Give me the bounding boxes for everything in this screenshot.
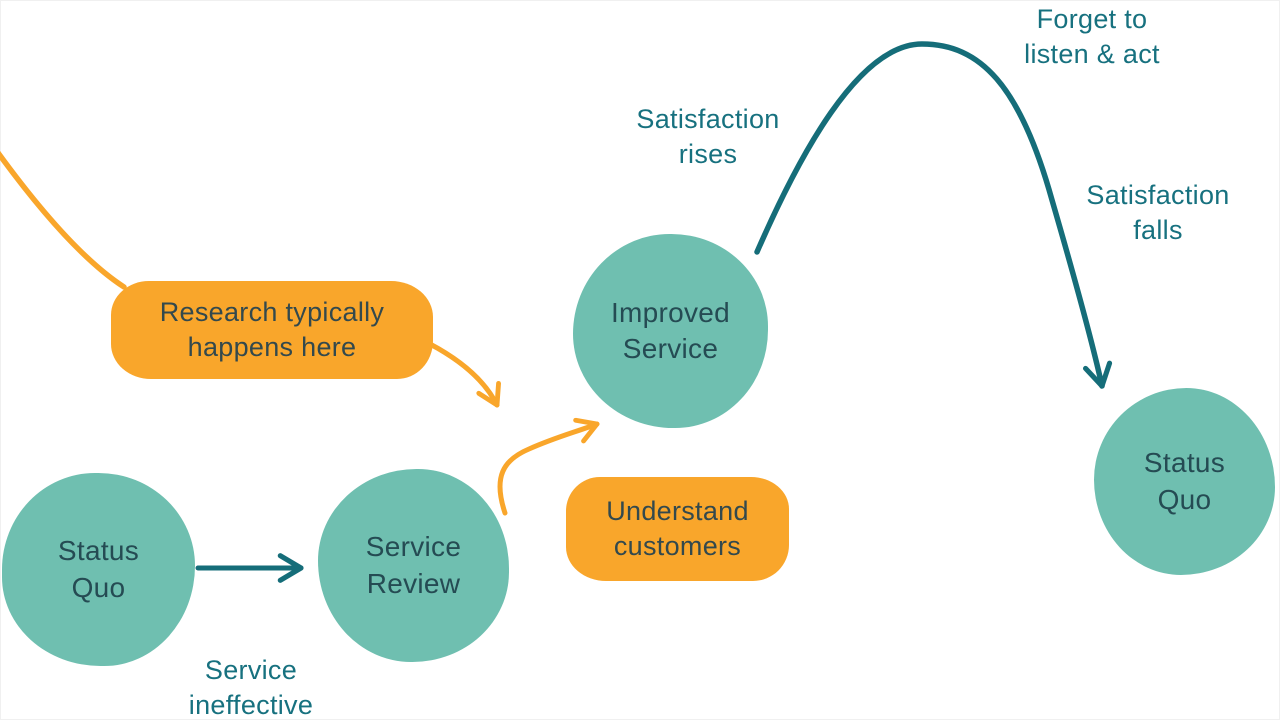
node-status-quo-left-label: Status Quo [57, 535, 140, 603]
callout-understand-label: Understand customers [606, 495, 749, 561]
node-status-quo-left: Status Quo [2, 473, 195, 666]
node-status-quo-right: Status Quo [1094, 388, 1275, 575]
annotation-satisfaction-rises: Satisfaction rises [636, 104, 780, 170]
improved-to-status-quo-arrow [754, 41, 1113, 389]
research-to-gap-arrow [427, 341, 501, 408]
callout-research: Research typically happens here [111, 281, 433, 379]
annotation-forget-to-listen: Forget to listen & act [1024, 4, 1160, 70]
annotation-service-ineffective: Service ineffective [188, 655, 314, 720]
annotation-satisfaction-falls: Satisfaction falls [1086, 180, 1230, 246]
callout-research-label: Research typically happens here [159, 296, 385, 362]
node-improved-service: Improved Service [573, 234, 768, 428]
node-status-quo-right-label: Status Quo [1143, 447, 1226, 515]
node-improved-service-label: Improved Service [610, 296, 731, 364]
callout-understand: Understand customers [566, 477, 789, 581]
node-service-review-label: Service Review [365, 531, 462, 599]
entry-line-arrow [0, 150, 127, 290]
node-service-review: Service Review [318, 469, 509, 662]
